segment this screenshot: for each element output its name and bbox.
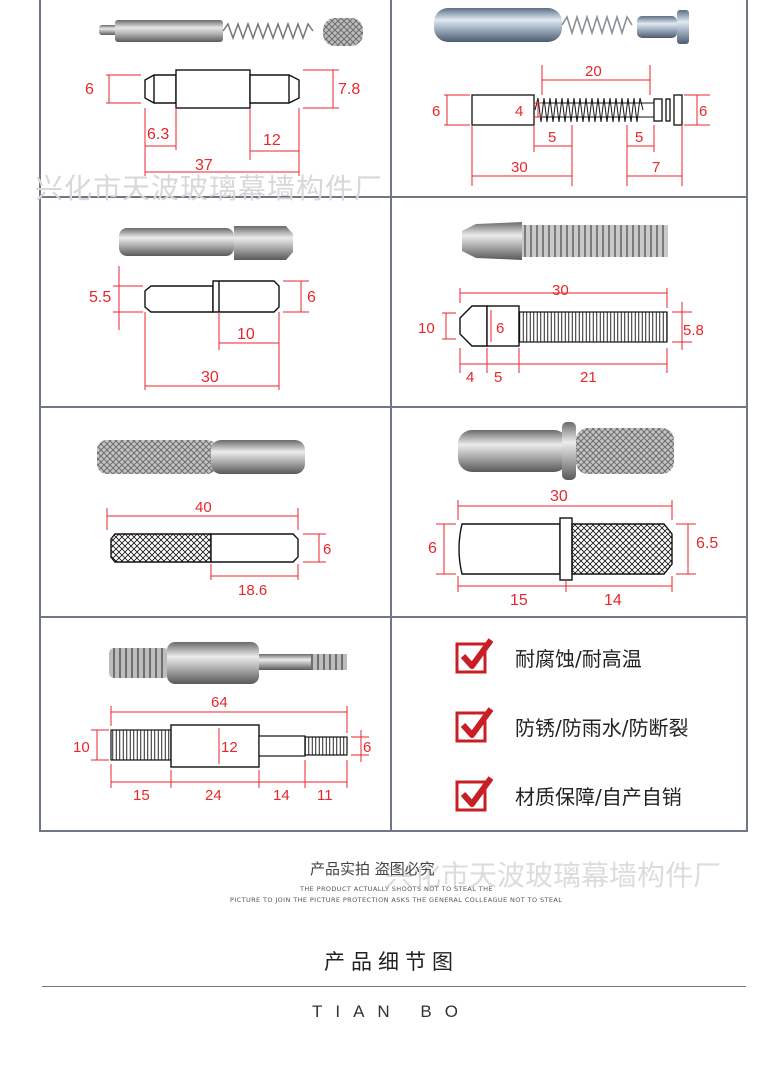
feature-item: 防锈/防雨水/防断裂 bbox=[455, 707, 688, 745]
dim-label: 37 bbox=[195, 157, 213, 174]
dim-label: 6 bbox=[432, 103, 440, 120]
watermark: 兴化市天波玻璃幕墙构件厂 bbox=[385, 859, 722, 892]
dim-label: 6 bbox=[699, 103, 707, 120]
dim-label: 15 bbox=[510, 592, 528, 609]
stud-photo bbox=[109, 642, 347, 684]
dim-label: 4 bbox=[515, 103, 523, 120]
dim-label: 64 bbox=[211, 694, 228, 711]
panel-knurled-pin: 40 6 18.6 bbox=[41, 408, 390, 616]
feature-item: 耐腐蚀/耐高温 bbox=[455, 638, 642, 676]
dim-label: 14 bbox=[604, 592, 622, 609]
dim-label: 6 bbox=[428, 540, 437, 557]
dim-label: 6 bbox=[323, 541, 331, 558]
dim-label: 10 bbox=[418, 320, 435, 337]
feature-label: 耐腐蚀/耐高温 bbox=[515, 646, 642, 671]
dim-label: 30 bbox=[201, 369, 219, 386]
dim-label: 6.3 bbox=[147, 126, 169, 143]
panel-spring-pin: 6 7.8 6.3 12 37 bbox=[41, 0, 390, 196]
knurled-pin-photo bbox=[97, 440, 305, 474]
divider bbox=[42, 986, 746, 987]
dim-label: 14 bbox=[273, 787, 290, 804]
grid-divider-row2 bbox=[39, 406, 748, 408]
panel-stepped-pin: 5.5 6 10 30 bbox=[41, 198, 390, 406]
product-grid bbox=[39, 0, 748, 832]
feature-item: 材质保障/自产自销 bbox=[455, 776, 682, 814]
dim-label: 5 bbox=[494, 369, 502, 386]
stepped-pin-photo bbox=[119, 226, 293, 260]
brand-name: TIAN BO bbox=[311, 1002, 471, 1021]
panel-double-thread-stud: 64 10 12 6 15 24 14 11 bbox=[41, 618, 390, 830]
check-icon bbox=[455, 776, 493, 812]
dim-label: 6.5 bbox=[696, 535, 718, 552]
notice-line: THE PRODUCT ACTUALLY SHOOTS NOT TO STEAL… bbox=[300, 885, 493, 893]
dim-label: 12 bbox=[263, 132, 281, 149]
grid-divider-vertical bbox=[390, 0, 392, 832]
dim-label: 40 bbox=[195, 499, 212, 516]
dim-label: 10 bbox=[237, 326, 255, 343]
spring-pin-photo bbox=[99, 18, 363, 46]
check-icon bbox=[455, 707, 493, 743]
dim-label: 12 bbox=[221, 739, 238, 756]
grid-divider-row3 bbox=[39, 616, 748, 618]
spring-latch-photo bbox=[434, 8, 689, 44]
flanged-pin-photo bbox=[458, 422, 674, 480]
dim-label: 5.5 bbox=[89, 289, 111, 306]
panel-threaded-pin: 30 10 6 5.8 4 5 21 bbox=[392, 198, 746, 406]
dim-label: 5 bbox=[635, 129, 643, 146]
dim-label: 5.8 bbox=[683, 322, 704, 339]
dim-label: 30 bbox=[550, 488, 568, 505]
dim-label: 7.8 bbox=[338, 81, 360, 98]
dim-label: 24 bbox=[205, 787, 222, 804]
dim-label: 30 bbox=[511, 159, 528, 176]
dim-label: 18.6 bbox=[238, 582, 267, 599]
dim-label: 6 bbox=[363, 739, 371, 756]
watermark: 兴化市天波玻璃幕墙构件厂 bbox=[35, 172, 384, 205]
dim-label: 5 bbox=[548, 129, 556, 146]
dim-label: 11 bbox=[317, 787, 333, 804]
grid-divider-row1 bbox=[39, 196, 748, 198]
dim-label: 6 bbox=[85, 81, 94, 98]
notice-line: PICTURE TO JOIN THE PICTURE PROTECTION A… bbox=[230, 896, 563, 904]
threaded-pin-photo bbox=[462, 222, 668, 260]
feature-label: 防锈/防雨水/防断裂 bbox=[515, 715, 689, 740]
dim-label: 10 bbox=[73, 739, 90, 756]
dim-label: 30 bbox=[552, 282, 569, 299]
feature-label: 材质保障/自产自销 bbox=[515, 784, 682, 809]
panel-flanged-knurled-pin: 30 6 6.5 15 14 bbox=[392, 408, 746, 616]
dim-label: 6 bbox=[496, 320, 504, 337]
section-title: 产品细节图 bbox=[324, 950, 459, 974]
notice-title: 产品实拍 盗图必究 bbox=[310, 860, 435, 878]
dim-label: 21 bbox=[580, 369, 597, 386]
dim-label: 15 bbox=[133, 787, 150, 804]
dim-label: 4 bbox=[466, 369, 474, 386]
check-icon bbox=[455, 638, 493, 674]
dim-label: 7 bbox=[652, 159, 660, 176]
dim-label: 20 bbox=[585, 63, 602, 80]
dim-label: 6 bbox=[307, 289, 316, 306]
panel-spring-latch: 20 6 4 6 5 5 30 7 bbox=[392, 0, 746, 196]
